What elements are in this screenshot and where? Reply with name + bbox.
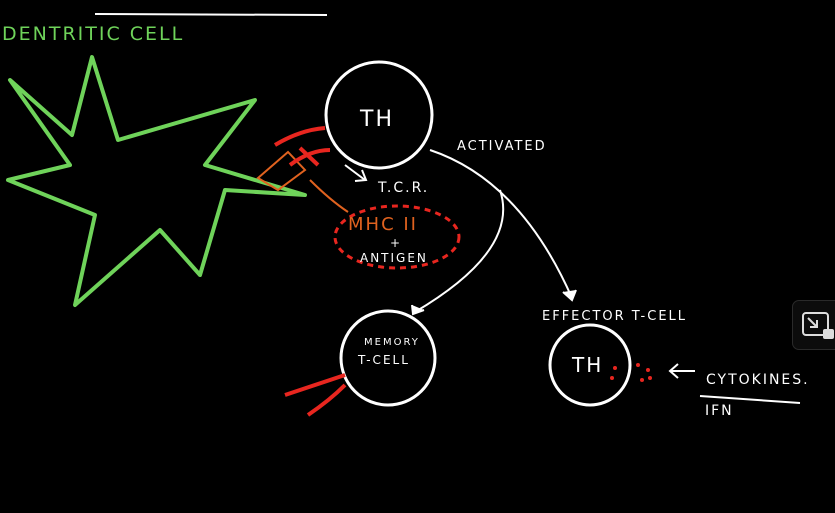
th-cell <box>324 60 434 170</box>
th-cell-label: TH <box>359 107 394 132</box>
cytokine-arrow <box>668 363 695 379</box>
mhc-molecule <box>256 150 307 192</box>
memory-label: MEMORY <box>364 337 420 348</box>
antigen-label: ANTIGEN <box>360 251 428 265</box>
effector-label: EFFECTOR T-CELL <box>542 309 687 324</box>
picture-in-picture-button[interactable] <box>792 300 835 350</box>
mhc-antigen-bubble <box>333 204 461 270</box>
tcr-arrow <box>344 164 368 182</box>
effector-arrowhead <box>562 289 577 302</box>
mhc-label: MHC II <box>348 214 418 235</box>
mhc-arrow <box>309 179 349 213</box>
cytokine-dots <box>610 363 652 382</box>
effector-arrow <box>429 149 573 299</box>
cytokines-label: CYTOKINES. <box>706 372 810 388</box>
memory-receptor <box>284 373 347 417</box>
memory-arrow <box>414 189 505 313</box>
dendritic-cell-label: DENTRITIC CELL <box>2 23 184 45</box>
tcr-label: T.C.R. <box>377 180 429 196</box>
effector-th-label: TH <box>571 353 603 377</box>
ifn-label: IFN <box>705 403 734 419</box>
picture-in-picture-exit-icon <box>802 312 834 339</box>
activated-label: ACTIVATED <box>457 139 547 154</box>
tcr-receptor <box>273 126 331 167</box>
cytokines-underline <box>699 395 801 404</box>
plus-label: + <box>390 236 402 250</box>
title-underline <box>94 13 328 16</box>
dendritic-cell-shape <box>6 55 307 307</box>
memory-t-cell <box>339 309 437 407</box>
memory-tcell-label: T-CELL <box>357 353 410 367</box>
memory-arrowhead <box>411 304 425 316</box>
effector-t-cell <box>548 323 632 407</box>
